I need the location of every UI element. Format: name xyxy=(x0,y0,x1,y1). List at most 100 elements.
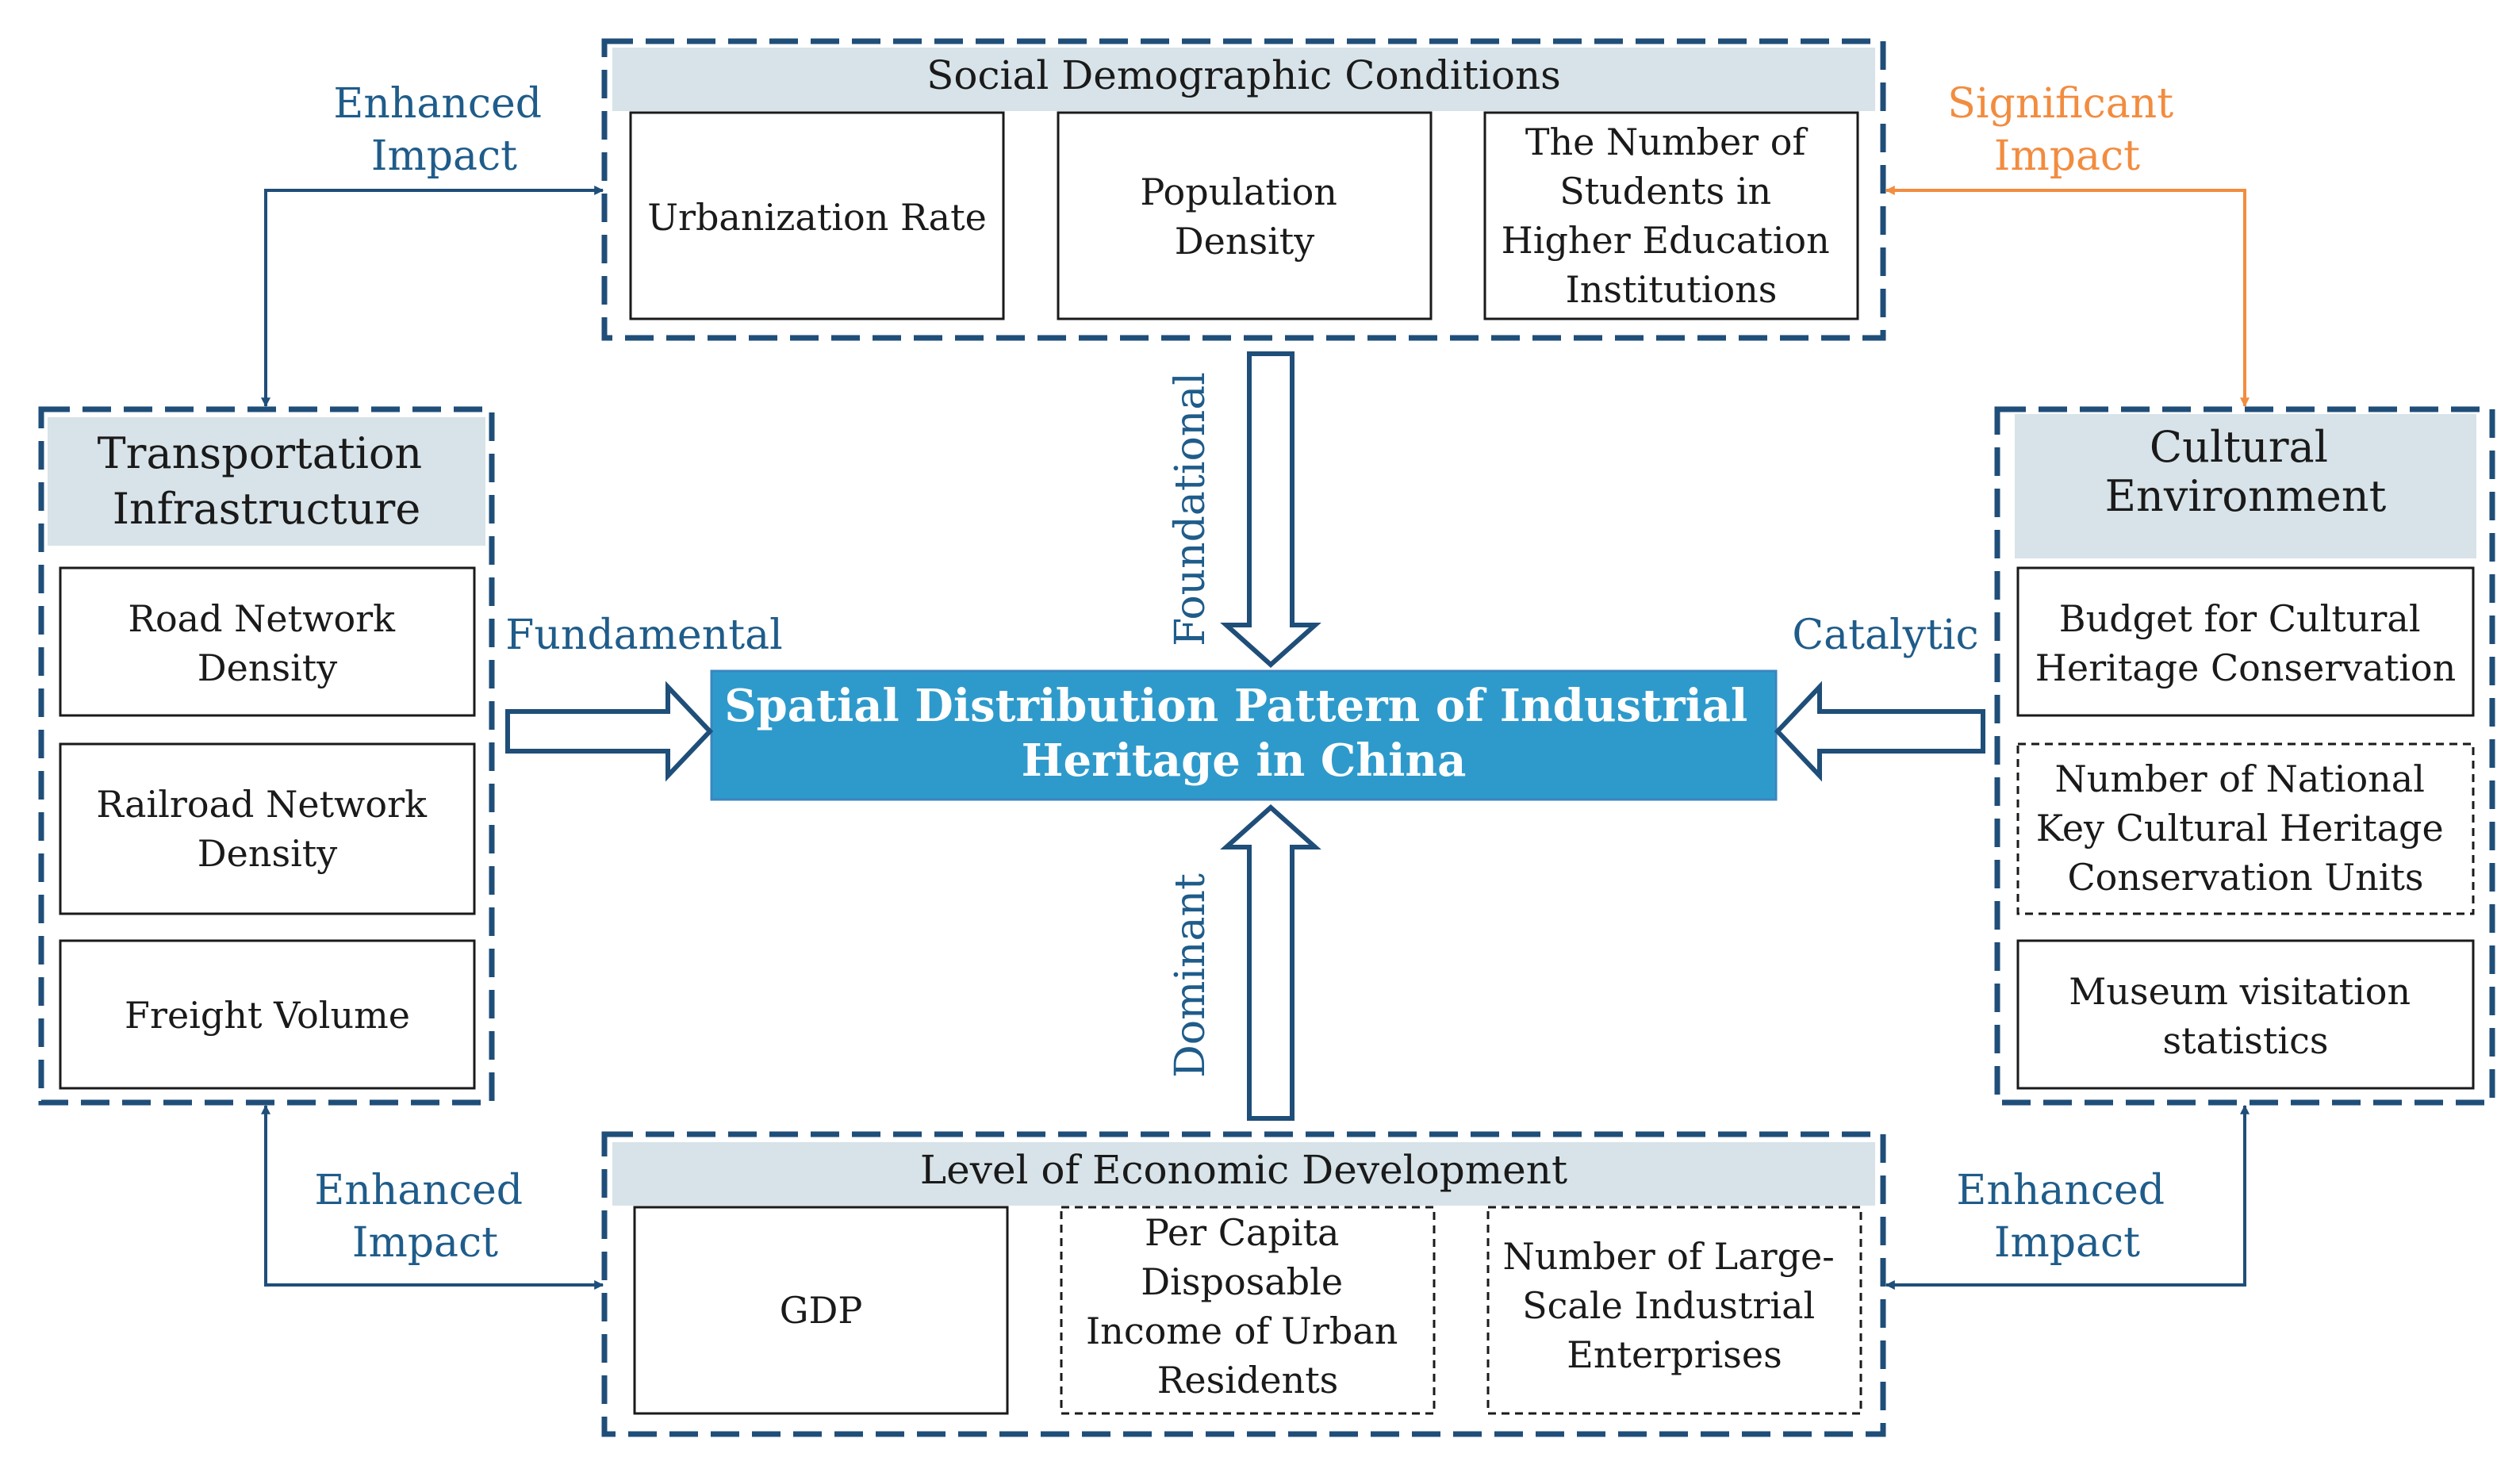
impact-bottom-left-line-2: Impact xyxy=(352,1219,498,1267)
transport-item-box xyxy=(59,939,476,1090)
transport-item-road: Road Network Density xyxy=(59,566,476,717)
social-item-box xyxy=(629,111,1005,320)
social-item-box xyxy=(1057,111,1433,320)
center-title-line-2: Heritage in China xyxy=(1022,734,1467,787)
social-item-2-line-2: Density xyxy=(1175,220,1315,263)
dominant-label: Dominant xyxy=(1167,873,1214,1078)
cultural-item-2-line-1: Number of National xyxy=(2054,757,2424,800)
cultural-item-1-line-1: Budget for Cultural xyxy=(2059,597,2421,640)
cultural-item-3-line-2: statistics xyxy=(2163,1019,2329,1062)
impact-bottom-right-line-1: Enhanced xyxy=(1956,1167,2165,1214)
group-transport-title-line-2: Infrastructure xyxy=(113,484,421,534)
impact-bottom-left-line-1: Enhanced xyxy=(314,1167,523,1214)
transport-item-box xyxy=(59,742,476,915)
transport-item-freight: Freight Volume xyxy=(59,939,476,1090)
dominant-arrow xyxy=(1220,803,1321,1121)
economic-item-disposable-income: Per Capita Disposable Income of Urban Re… xyxy=(1060,1206,1436,1415)
svg-text:Transportation Infrastru: Transportation Infrastructure xyxy=(98,428,436,534)
svg-text:GDP: GDP xyxy=(780,1289,863,1332)
svg-text:Significant Impact: Significant Impact xyxy=(1947,80,2186,180)
svg-text:Enhanced Impact: Enhanced Impact xyxy=(314,1167,535,1267)
svg-text:Number of Large- Scale: Number of Large- Scale Industrial Enterp… xyxy=(1503,1235,1847,1376)
fundamental-label: Fundamental xyxy=(505,612,782,659)
social-item-higher-education: The Number of Students in Higher Educati… xyxy=(1483,111,1859,320)
transport-item-2-line-2: Density xyxy=(198,832,338,875)
svg-text:Cultural Environment: Cultural Environment xyxy=(2105,422,2387,521)
catalytic-label: Catalytic xyxy=(1792,612,1978,659)
svg-text:Railroad Network Densi: Railroad Network Density xyxy=(96,783,438,875)
cultural-item-3-line-1: Museum visitation xyxy=(2069,970,2411,1013)
transport-item-1-line-1: Road Network xyxy=(128,597,396,640)
economic-item-box xyxy=(633,1206,1009,1415)
svg-text:Enhanced Impact: Enhanced Impact xyxy=(1956,1167,2177,1267)
economic-item-gdp: GDP xyxy=(633,1206,1009,1415)
economic-item-2-line-1: Per Capita xyxy=(1145,1211,1339,1254)
impact-bottom-right-line-2: Impact xyxy=(1994,1219,2140,1267)
catalytic-arrow xyxy=(1774,681,1985,782)
svg-text:The Number of Students: The Number of Students in Higher Educati… xyxy=(1502,121,1842,311)
svg-text:Spatial Distribution Pattern o: Spatial Distribution Pattern of Industri… xyxy=(724,680,1763,787)
foundational-arrow xyxy=(1220,351,1321,669)
cultural-item-2-line-2: Key Cultural Heritage xyxy=(2036,807,2444,849)
economic-item-industrial-enterprises: Number of Large- Scale Industrial Enterp… xyxy=(1486,1206,1862,1415)
impact-top-left-line-2: Impact xyxy=(371,132,517,180)
center-box xyxy=(710,669,1778,801)
group-social-header xyxy=(612,48,1875,111)
cultural-item-2-line-3: Conservation Units xyxy=(2067,856,2423,899)
group-cultural-header xyxy=(2015,414,2476,558)
cultural-item-museum: Museum visitation statistics xyxy=(2016,939,2475,1090)
economic-item-3-line-3: Enterprises xyxy=(1567,1333,1782,1376)
group-social-title: Social Demographic Conditions xyxy=(926,52,1561,98)
economic-item-3-line-2: Scale Industrial xyxy=(1522,1284,1815,1327)
impact-top-right-line-1: Significant xyxy=(1947,80,2173,128)
group-economic-title: Level of Economic Development xyxy=(920,1147,1567,1193)
group-transport-header xyxy=(48,417,485,546)
social-item-box xyxy=(1483,111,1859,320)
connector-bottom-right xyxy=(1885,1104,2250,1290)
cultural-item-key-units: Number of National Key Cultural Heritage… xyxy=(2016,742,2475,915)
economic-item-2-line-3: Income of Urban xyxy=(1086,1310,1398,1352)
economic-item-2-line-4: Residents xyxy=(1157,1359,1339,1402)
social-item-3-line-2: Students in xyxy=(1559,170,1771,213)
svg-text:Urbanization Rate: Urbanization Rate xyxy=(647,196,987,239)
foundational-label: Foundational xyxy=(1167,372,1214,646)
group-cultural: Cultural Environment Budget for Cultural… xyxy=(1994,406,2495,1106)
center-title-line-1: Spatial Distribution Pattern of Industri… xyxy=(724,680,1747,732)
social-item-3-line-3: Higher Education xyxy=(1502,219,1830,262)
economic-item-3-line-1: Number of Large- xyxy=(1503,1235,1835,1278)
connector-top-right xyxy=(1885,186,2250,408)
cultural-item-budget: Budget for Cultural Heritage Conservatio… xyxy=(2016,566,2475,717)
svg-text:Per Capita Disposable: Per Capita Disposable Income of Urban Re… xyxy=(1086,1211,1410,1402)
transport-item-1-line-2: Density xyxy=(198,646,338,689)
connector-bottom-left xyxy=(261,1104,604,1290)
social-item-urbanization: Urbanization Rate xyxy=(629,111,1005,320)
cultural-item-box xyxy=(2016,939,2475,1090)
cultural-item-1-line-2: Heritage Conservation xyxy=(2035,646,2457,689)
fundamental-arrow xyxy=(505,681,714,782)
impact-top-left-line-1: Enhanced xyxy=(333,80,542,128)
transport-item-3-line-1: Freight Volume xyxy=(125,994,410,1037)
group-economic: Level of Economic Development GDP Per Ca… xyxy=(601,1131,1886,1437)
economic-item-2-line-2: Disposable xyxy=(1141,1260,1343,1303)
svg-text:Museum visitation stat: Museum visitation statistics xyxy=(2069,970,2422,1062)
group-transport-title-line-1: Transportation xyxy=(98,428,423,478)
group-social-demographic: Social Demographic Conditions Urbanizati… xyxy=(601,38,1886,341)
social-item-3-line-1: The Number of xyxy=(1525,121,1808,163)
center-node: Spatial Distribution Pattern of Industri… xyxy=(710,669,1778,801)
svg-text:Budget for Cultural He: Budget for Cultural Heritage Conservatio… xyxy=(2035,597,2457,689)
social-item-population-density: Population Density xyxy=(1057,111,1433,320)
connector-top-left xyxy=(261,186,604,408)
transport-item-railroad: Railroad Network Density xyxy=(59,742,476,915)
social-item-1-line-1: Urbanization Rate xyxy=(647,196,987,239)
economic-item-box xyxy=(1486,1206,1862,1415)
group-cultural-title-line-1: Cultural xyxy=(2150,422,2328,472)
transport-item-box xyxy=(59,566,476,717)
group-cultural-title-line-2: Environment xyxy=(2105,471,2387,521)
transport-item-2-line-1: Railroad Network xyxy=(96,783,428,826)
impact-top-right-line-2: Impact xyxy=(1994,132,2140,180)
svg-text:Road Network Density: Road Network Density xyxy=(128,597,406,689)
group-transportation: Transportation Infrastructure Road Netwo… xyxy=(38,406,495,1106)
cultural-item-box xyxy=(2016,742,2475,915)
